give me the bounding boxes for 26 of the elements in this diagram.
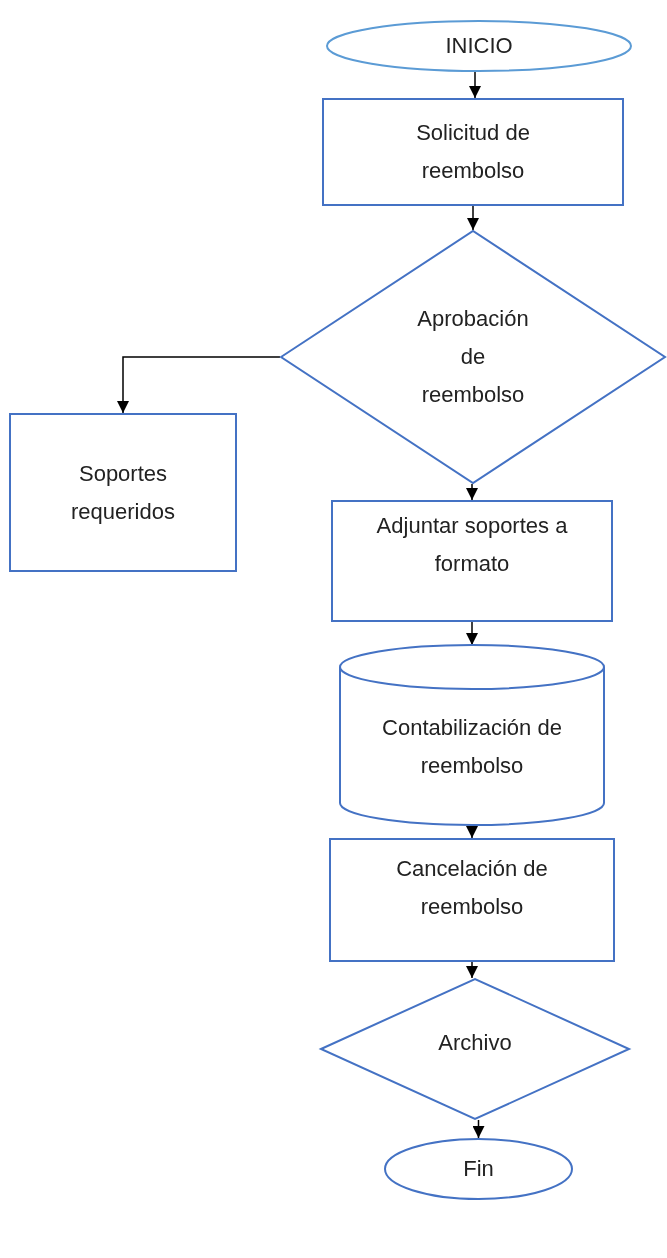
node-label: Soportes requeridos bbox=[70, 459, 176, 526]
process-box bbox=[331, 500, 613, 622]
process-box bbox=[9, 413, 237, 572]
arrow bbox=[117, 356, 281, 414]
node-label: Contabilización de reembolso bbox=[381, 714, 563, 780]
node-label: INICIO bbox=[444, 32, 514, 60]
node-label: Aprobación de reembolso bbox=[416, 305, 530, 409]
arrow bbox=[469, 71, 481, 99]
node-label: Cancelación de reembolso bbox=[395, 855, 549, 921]
decision-diamond bbox=[280, 230, 666, 484]
database-cylinder bbox=[339, 645, 605, 825]
arrow bbox=[472, 1119, 485, 1139]
process-box bbox=[329, 838, 615, 962]
arrow bbox=[466, 961, 478, 979]
node-label: Archivo bbox=[437, 1029, 513, 1057]
arrow bbox=[466, 621, 478, 646]
process-box bbox=[322, 98, 624, 206]
decision-diamond bbox=[320, 978, 630, 1120]
arrow bbox=[466, 824, 478, 839]
terminal-ellipse bbox=[384, 1138, 573, 1200]
node-label: Adjuntar soportes a formato bbox=[375, 512, 569, 578]
node-label: Fin bbox=[462, 1155, 495, 1183]
arrow bbox=[467, 205, 479, 231]
terminal-ellipse bbox=[326, 20, 632, 72]
node-label: Solicitud de reembolso bbox=[415, 119, 531, 185]
arrow bbox=[466, 483, 478, 501]
